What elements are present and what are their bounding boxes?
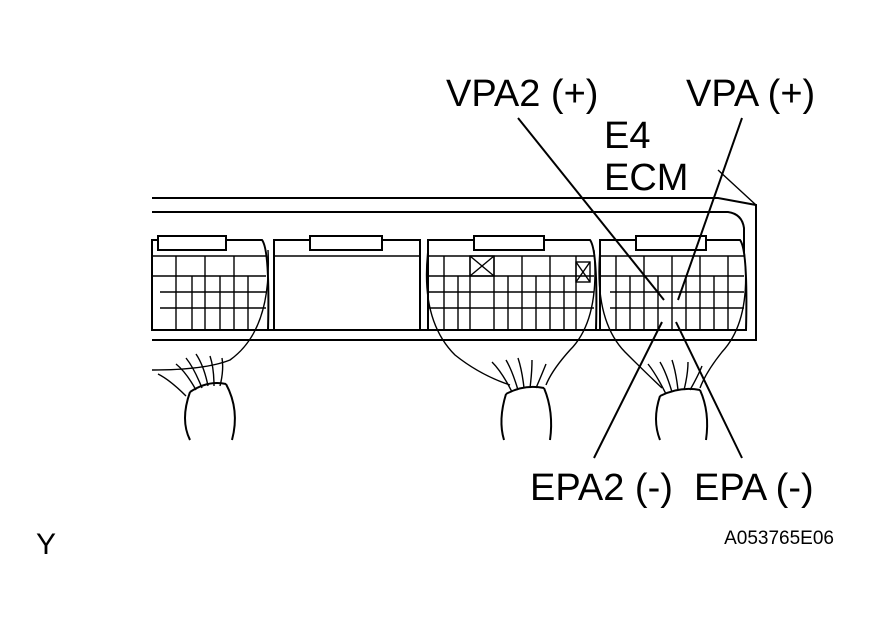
leader-lines: [517, 117, 743, 459]
wire-harness-right: [598, 249, 747, 441]
corner-letter: Y: [36, 528, 56, 561]
connector-block-e4: [599, 235, 748, 331]
label-vpa2: VPA2 (+): [446, 73, 598, 115]
label-unit: ECM: [604, 157, 688, 199]
label-epa: EPA (-): [694, 467, 814, 509]
ecm-housing: [152, 169, 757, 341]
connector-block-2: [273, 235, 421, 331]
connector-block-1: [151, 235, 270, 331]
leader-epa2: [593, 321, 663, 459]
label-epa2: EPA2 (-): [530, 467, 673, 509]
figure-code: A053765E06: [724, 528, 834, 549]
connector-block-3: [427, 235, 598, 331]
wire-harness-left: [151, 249, 270, 441]
label-connector-id: E4: [604, 115, 650, 157]
label-vpa: VPA (+): [686, 73, 815, 115]
leader-vpa2: [517, 117, 665, 301]
leader-epa: [675, 321, 743, 459]
unused-pin-mark: [469, 255, 495, 277]
wire-harness-middle: [425, 249, 596, 441]
unused-pin-mark: [575, 261, 591, 283]
leader-vpa: [677, 117, 743, 301]
